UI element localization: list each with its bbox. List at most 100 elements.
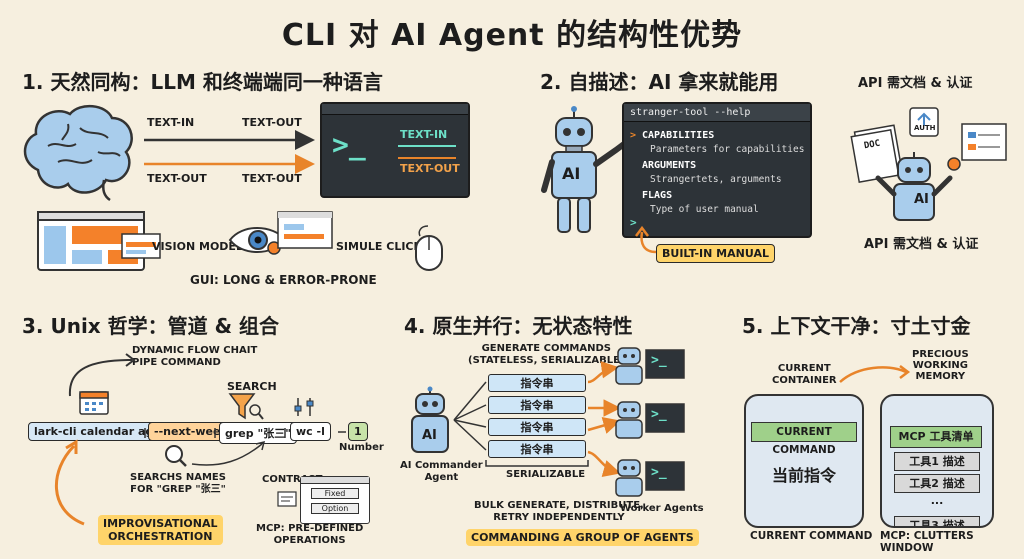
vision-model-label: VISION MODEL <box>152 240 243 253</box>
mcp-ui-icon <box>277 491 297 507</box>
worker-prompt-1: >_ <box>651 353 667 368</box>
mcp-tool-list-box: MCP 工具清单 <box>890 426 982 448</box>
brain-icon <box>23 105 133 202</box>
command-box-4: 指令串 <box>488 440 586 458</box>
dynamic-flow-label: DYNAMIC FLOW CHAIT PIPE COMMAND <box>132 345 258 368</box>
section-2-heading: 2. 自描述：AI 拿来就能用 <box>540 70 779 94</box>
contrast-label: CONTRAST: <box>262 474 326 485</box>
robot2-label: AI <box>914 192 929 207</box>
api-top-label: API 需文档 & 认证 <box>858 76 973 91</box>
tool-dots: ... <box>930 494 944 507</box>
flag-desc: Type of user manual <box>650 204 759 215</box>
api-doc-auth-illustration <box>850 107 1007 221</box>
mcp-window: Fixed Option <box>300 476 370 524</box>
text-in-label: TEXT-IN <box>147 116 195 129</box>
commander-fan-arrows <box>453 381 487 451</box>
cap-title: CAPABILITIES <box>642 130 715 141</box>
page-title: CLI 对 AI Agent 的结构性优势 <box>281 18 743 53</box>
arg-title: ARGUMENTS <box>642 160 697 171</box>
terminal-prompt: >_ <box>332 128 366 161</box>
precious-memory-label: PRECIOUS WORKING MEMORY <box>912 349 969 382</box>
builtin-arrow <box>635 225 657 254</box>
current-container-cylinder: CURRENT COMMAND 当前指令 <box>744 394 864 528</box>
section-1-heading: 1. 天然同构：LLM 和终端端同一种语言 <box>22 70 383 94</box>
help-command: stranger-tool --help <box>624 104 810 122</box>
bulk-label: BULK GENERATE, DISTRIBUTE, RETRY INDEPEN… <box>474 500 644 523</box>
search-names-label: SEARCHS NAMES FOR "GREP "张三" <box>130 472 226 495</box>
worker-agent-3 <box>615 459 685 497</box>
mcp-predefined-label: MCP: PRE-DEFINED OPERATIONS <box>256 523 364 546</box>
dynamic-flow-arrow <box>68 353 136 397</box>
tool-2-box: 工具2 描述 <box>894 474 980 493</box>
number-label: Number <box>339 442 384 453</box>
cap-cursor: > <box>630 130 637 141</box>
command-box-1: 指令串 <box>488 374 586 392</box>
current-instruction-text: 当前指令 <box>771 466 836 485</box>
current-container-label: CURRENT CONTAINER <box>772 363 837 386</box>
section-3-heading: 3. Unix 哲学：管道 & 组合 <box>22 314 280 338</box>
current-command-box: CURRENT COMMAND <box>751 422 857 456</box>
command-box-3: 指令串 <box>488 418 586 436</box>
filter-search-icon <box>228 393 264 420</box>
pipe-separators <box>144 428 346 438</box>
gui-caption: GUI: LONG & ERROR-PRONE <box>190 273 377 287</box>
worker-agent-1 <box>615 347 685 385</box>
tool-1-box: 工具1 描述 <box>894 452 980 471</box>
worker-agent-2 <box>615 401 685 439</box>
terminal-window: >_ TEXT-IN TEXT-OUT <box>320 102 470 198</box>
mouse-icon <box>415 225 443 271</box>
search-names-magnifier <box>165 440 266 467</box>
section-5-heading: 5. 上下文干净：寸土寸金 <box>742 314 971 338</box>
command-box-2: 指令串 <box>488 396 586 414</box>
improv-arrow <box>54 439 85 526</box>
term-text-in: TEXT-IN <box>400 128 448 141</box>
fixed-option: Fixed <box>311 488 359 499</box>
robot-label: AI <box>562 164 581 183</box>
calendar-icon <box>79 391 109 415</box>
bottom-current-command: CURRENT COMMAND <box>750 530 873 542</box>
generate-label: GENERATE COMMANDS (STATELESS, SERIALIZAB… <box>468 343 625 366</box>
worker-agents-label: Worker Agents <box>620 503 704 514</box>
tool-3-box: 工具3 描述 <box>894 516 980 526</box>
robot-icon <box>541 106 627 233</box>
gui-window-small-icon <box>121 233 161 259</box>
gui-window-small-icon-2 <box>277 211 333 249</box>
worker-prompt-3: >_ <box>651 465 667 480</box>
simule-click-label: SIMULE CLICK <box>336 240 423 253</box>
serializable-label: SERIALIZABLE <box>506 469 586 480</box>
flag-title: FLAGS <box>642 190 673 201</box>
arg-desc: Strangertets, arguments <box>650 174 782 185</box>
text-out-label-2: TEXT-OUT <box>147 172 207 185</box>
bottom-mcp-clutters: MCP: CLUTTERS WINDOW <box>880 530 974 554</box>
text-out-label: TEXT-OUT <box>242 116 302 129</box>
cmd-wc: wc -l <box>290 422 331 441</box>
serializable-bracket <box>485 460 589 467</box>
help-cursor: > <box>630 216 637 229</box>
option-option: Option <box>311 503 359 514</box>
container-to-memory-arrow <box>839 365 911 383</box>
term-text-out: TEXT-OUT <box>400 162 460 175</box>
commander-label: AI Commander Agent <box>400 460 483 483</box>
mcp-memory-cylinder: MCP 工具清单 工具1 描述 工具2 描述 ... 工具3 描述 <box>880 394 994 528</box>
term-arrows <box>398 145 456 159</box>
help-terminal: stranger-tool --help > CAPABILITIES Para… <box>622 102 812 238</box>
io-arrows <box>144 130 315 174</box>
sliders-icon <box>294 398 314 416</box>
worker-prompt-2: >_ <box>651 407 667 422</box>
cap-desc: Parameters for capabilities <box>650 144 805 155</box>
improv-orchestration: IMPROVISATIONAL ORCHESTRATION <box>98 515 223 545</box>
cmd-next-week: --next-week <box>148 422 234 441</box>
cmd-grep: grep "张三" <box>219 422 297 444</box>
worker-orange-arrows <box>587 361 621 477</box>
section-4-heading: 4. 原生并行：无状态特性 <box>404 314 633 338</box>
commander-ai-label: AI <box>422 428 437 443</box>
auth-label: AUTH <box>914 124 936 132</box>
search-label: SEARCH <box>227 380 277 393</box>
text-out-label-3: TEXT-OUT <box>242 172 302 185</box>
commanding-badge: COMMANDING A GROUP OF AGENTS <box>466 529 699 546</box>
api-bottom-label: API 需文档 & 认证 <box>864 237 979 252</box>
eye-gear-icon <box>228 227 288 255</box>
builtin-manual-badge: BUILT-IN MANUAL <box>656 244 775 263</box>
commander-robot-icon <box>411 386 449 453</box>
result-number: 1 <box>348 422 368 441</box>
